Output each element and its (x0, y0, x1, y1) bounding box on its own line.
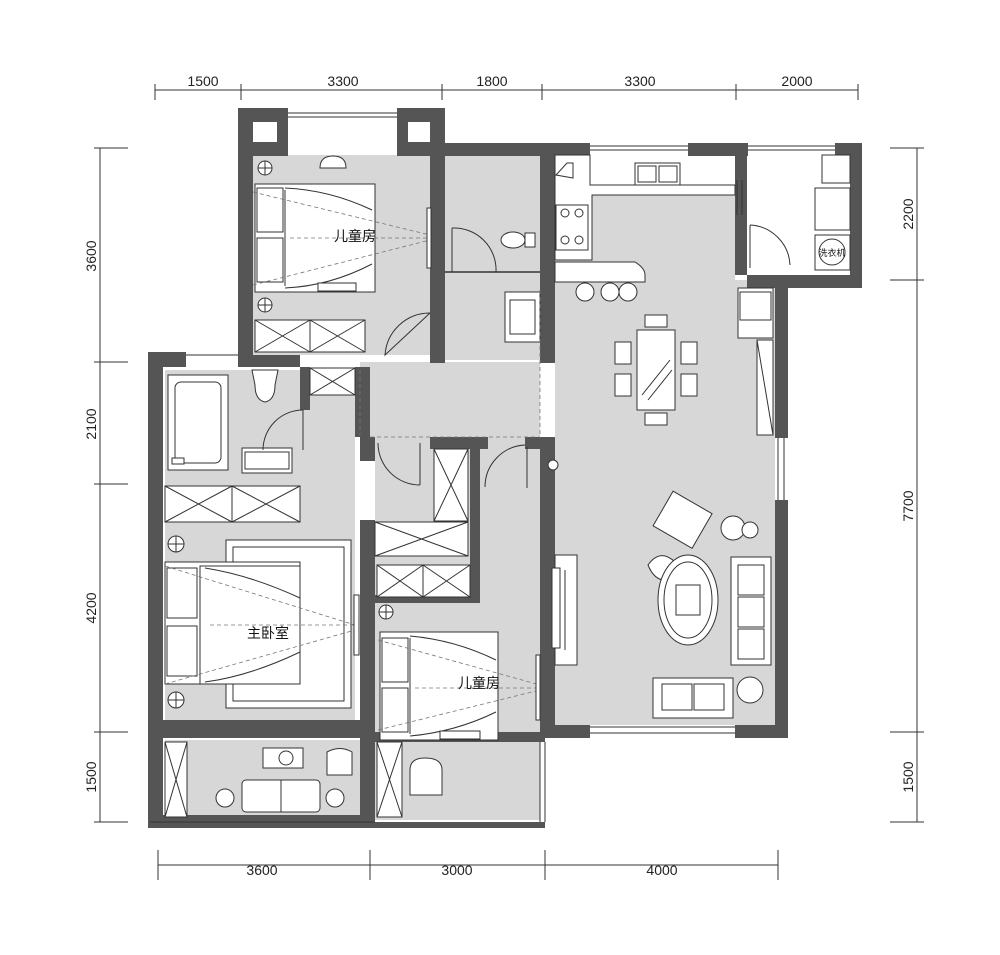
dim-left-2: 2100 (83, 408, 99, 439)
dim-top-5: 2000 (781, 73, 812, 89)
dim-top-1: 1500 (187, 73, 218, 89)
dim-left-1: 3600 (83, 240, 99, 271)
kitchen (554, 154, 743, 302)
chair-icon (326, 748, 353, 776)
armchair (652, 490, 713, 550)
kids-room-top: 儿童房 (252, 155, 432, 357)
dim-left-3: 4200 (83, 592, 99, 623)
master-balcony (164, 741, 353, 818)
washer-label: 洗衣机 (818, 247, 845, 259)
dim-right-3: 1500 (900, 761, 916, 792)
door-swing (384, 312, 431, 357)
room-label-master: 主卧室 (247, 625, 289, 642)
dim-top-3: 1800 (476, 73, 507, 89)
dim-left-4: 1500 (83, 761, 99, 792)
dim-right-2: 7700 (900, 490, 916, 521)
bathroom-left (167, 367, 356, 474)
dim-bottom-3: 4000 (646, 862, 677, 878)
dining-table (636, 329, 676, 411)
chair-icon (319, 155, 347, 169)
windows (150, 112, 835, 823)
dim-right-1: 2200 (900, 198, 916, 229)
dining-area (614, 287, 774, 436)
master-bedroom: 主卧室 (164, 485, 360, 709)
corridor (359, 290, 541, 557)
chair-icon (409, 757, 443, 796)
room-label-kids-bottom: 儿童房 (458, 675, 500, 692)
living-area (484, 444, 772, 719)
dim-top-2: 3300 (327, 73, 358, 89)
bathroom-top (445, 227, 541, 343)
room-label-kids-top: 儿童房 (334, 228, 376, 245)
dim-bottom-1: 3600 (246, 862, 277, 878)
laundry-balcony: 洗衣机 (749, 154, 851, 271)
dimension-lines: 1500 3300 1800 3300 2000 3600 3000 4000 … (83, 73, 924, 880)
kids-room-bottom: 儿童房 (376, 564, 541, 818)
toilet-icon (500, 231, 526, 249)
dim-top-4: 3300 (624, 73, 655, 89)
dim-bottom-2: 3000 (441, 862, 472, 878)
walls (148, 108, 862, 828)
toilet-icon (251, 369, 279, 403)
